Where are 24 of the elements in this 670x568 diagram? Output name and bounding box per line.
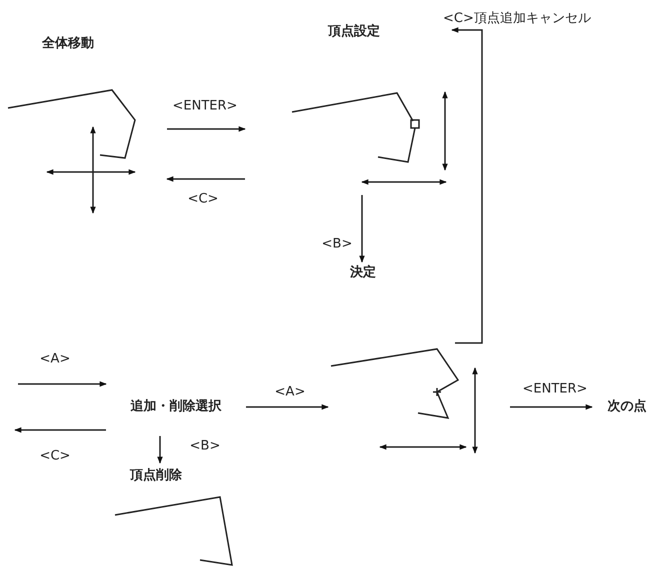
edge-label: <C> <box>188 192 218 206</box>
arrow <box>166 176 245 182</box>
edge-label: <ENTER> <box>172 100 238 112</box>
edge-label: <C> <box>40 450 70 462</box>
edge-label: <A> <box>274 386 306 398</box>
arrow <box>157 436 163 464</box>
state-label: 次の点 <box>592 397 662 417</box>
state-label: 決定 <box>345 262 381 284</box>
state-heading: 頂点設定 <box>328 22 380 41</box>
arrow <box>14 427 106 433</box>
arrow <box>167 126 246 132</box>
state-heading: 頂点削除 <box>130 467 182 485</box>
arrow <box>510 404 593 410</box>
edge-label: <B> <box>322 238 352 250</box>
edge-label: <C>頂点追加キャンセル <box>443 12 591 25</box>
edge-label: <B> <box>190 440 220 452</box>
state-label: 追加・削除選択 <box>106 378 246 436</box>
arrow <box>359 195 365 263</box>
edge-label: <A> <box>40 352 70 366</box>
arrow <box>18 381 107 387</box>
state-heading: 全体移動 <box>42 35 94 53</box>
arrow <box>246 404 329 410</box>
arrow <box>451 27 483 344</box>
edge-label: <ENTER> <box>522 382 588 396</box>
